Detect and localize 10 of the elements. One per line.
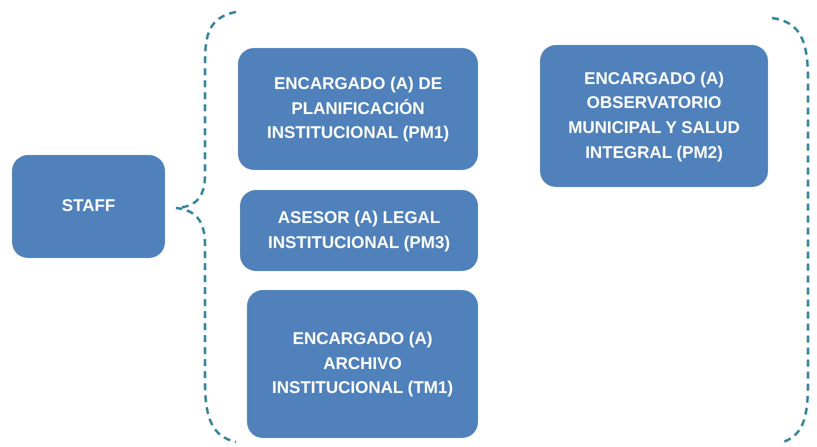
role-box [247,290,478,438]
role-box [12,155,165,258]
role-box [540,45,768,187]
role-box [240,190,478,271]
role-label: ASESOR (A) LEGAL INSTITUCIONAL (PM3) [267,206,451,254]
role-label: ENCARGADO (A) ARCHIVO INSTITUCIONAL (TM1) [270,328,454,400]
role-label: ENCARGADO (A) OBSERVATORIO MUNICIPAL Y SALUD INTEGRAL (PM2) [567,68,741,164]
role-box [238,48,478,170]
role-label: ENCARGADO (A) DE PLANIFICACIÓN INSTITUCIONAL (PM1) [266,73,450,144]
role-label: STAFF [62,195,116,218]
